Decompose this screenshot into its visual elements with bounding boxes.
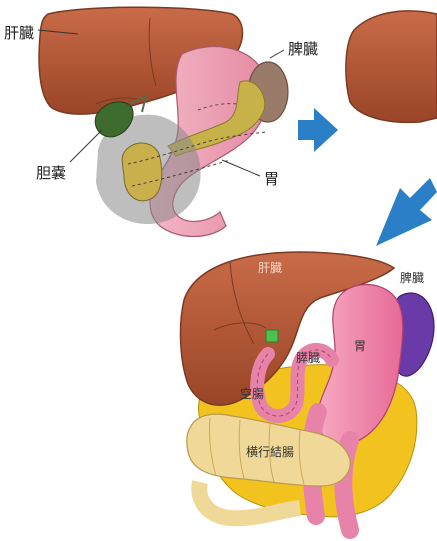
label-stomach-bottom: 胃 (354, 339, 366, 353)
label-stomach-top: 胃 (264, 170, 279, 188)
label-spleen-top: 脾臓 (288, 40, 318, 58)
label-gallbladder-top: 胆嚢 (36, 164, 66, 182)
label-pancreas-bottom: 膵臓 (296, 351, 320, 365)
label-spleen-bottom: 脾臓 (400, 270, 424, 285)
top-right-panel (346, 11, 437, 123)
label-liver-top: 肝臓 (4, 24, 34, 42)
pancreas-head-top-left (122, 143, 162, 201)
label-transverse-colon-bottom: 横行結腸 (246, 445, 294, 459)
pancreas-marker-bottom (266, 330, 278, 342)
liver-top-right (346, 11, 437, 123)
bottom-panel: 肝臓 脾臓 胃 膵臓 空腸 横行結腸 (181, 252, 434, 530)
label-liver-bottom: 肝臓 (258, 261, 282, 275)
top-left-panel: 肝臓 脾臓 胆嚢 胃 (4, 7, 318, 236)
label-jejunum-bottom: 空腸 (240, 387, 264, 401)
arrow-down-left (376, 178, 437, 246)
arrow-right (298, 108, 338, 152)
